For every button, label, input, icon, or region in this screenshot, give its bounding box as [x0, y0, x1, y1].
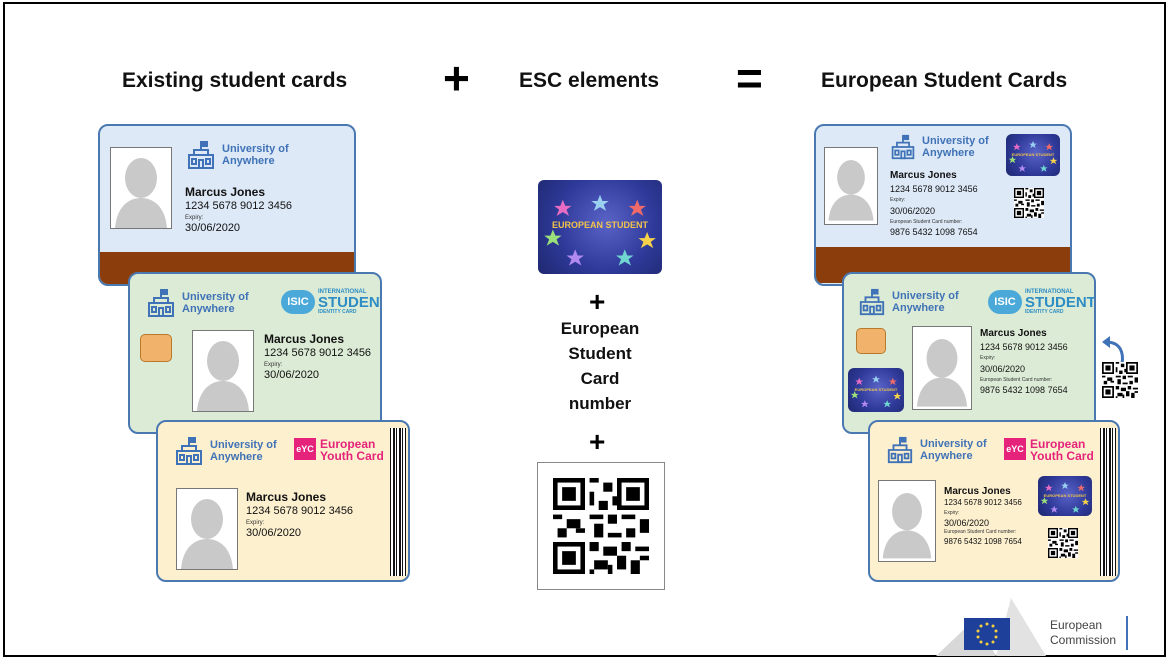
- card-number: 1234 5678 9012 3456: [944, 498, 1022, 507]
- chip-icon: [140, 334, 172, 362]
- expiry-label: Expiry:: [890, 197, 906, 203]
- holder-name: Marcus Jones: [980, 328, 1047, 339]
- esc-logo-text: EUROPEAN STUDENT: [551, 220, 648, 230]
- esc-logo: EUROPEAN STUDENT: [1038, 476, 1092, 516]
- esc-number-label: European Student Card number:: [944, 529, 1017, 535]
- chip-icon: [856, 328, 886, 354]
- university-building-icon: [146, 288, 176, 318]
- expiry-label: Expiry:: [980, 355, 996, 361]
- esc-number-label: European Student Card number:: [890, 219, 963, 225]
- ec-divider: [1126, 616, 1128, 650]
- esc-number-text: European Student Card number: [560, 319, 640, 413]
- person-silhouette-icon: [879, 481, 935, 561]
- isic-badge: ISIC: [281, 290, 315, 314]
- holder-name: Marcus Jones: [246, 490, 327, 504]
- eyc-label: European Youth Card: [1030, 437, 1094, 463]
- card-number: 1234 5678 9012 3456: [980, 342, 1068, 352]
- qr-code-icon: [1014, 188, 1044, 218]
- esc-number: 9876 5432 1098 7654: [890, 227, 978, 237]
- eyc-badge: eYC: [1004, 438, 1026, 460]
- qr-code-icon: [553, 478, 649, 574]
- card-number: 1234 5678 9012 3456: [890, 184, 978, 194]
- heading-european-student-cards: European Student Cards: [821, 69, 1068, 92]
- university-building-icon: [858, 288, 886, 316]
- card-number: 1234 5678 9012 3456: [264, 347, 372, 359]
- plus-sign: +: [589, 286, 606, 317]
- isic-label: INTERNATIONAL STUDENT IDENTITY CARD: [1025, 289, 1096, 315]
- plus-sign: +: [443, 52, 470, 104]
- european-commission-logo: European Commission: [936, 598, 1136, 656]
- person-silhouette-icon: [111, 148, 171, 228]
- university-building-icon: [890, 134, 916, 160]
- european-commission-label: European Commission: [1050, 618, 1117, 647]
- heading-esc-elements: ESC elements: [519, 69, 660, 92]
- curved-arrow-icon: [1102, 336, 1124, 365]
- esc-logo-text: EUROPEAN STUDENT: [1011, 152, 1055, 157]
- expiry-date: 30/06/2020: [264, 369, 320, 381]
- isic-label: INTERNATIONAL STUDENT IDENTITY CARD: [318, 289, 382, 315]
- photo-placeholder: [824, 147, 878, 225]
- holder-name: Marcus Jones: [890, 170, 957, 181]
- photo-placeholder: [110, 147, 172, 229]
- equals-sign: =: [736, 52, 763, 104]
- qr-code-box: [537, 462, 665, 590]
- barcode: [1100, 428, 1116, 576]
- photo-placeholder: [912, 326, 972, 410]
- expiry-date: 30/06/2020: [890, 206, 936, 216]
- card-number: 1234 5678 9012 3456: [185, 200, 293, 212]
- eyc-badge: eYC: [294, 438, 316, 460]
- holder-name: Marcus Jones: [264, 332, 345, 346]
- heading-existing-cards: Existing student cards: [122, 69, 348, 92]
- expiry-label: Expiry:: [944, 510, 960, 516]
- esc-logo-text: EUROPEAN STUDENT: [854, 387, 898, 392]
- expiry-label: Expiry:: [246, 520, 265, 526]
- qr-code-icon: [1102, 362, 1138, 398]
- eyc-label: European Youth Card: [320, 437, 384, 463]
- qr-code-icon: [1048, 528, 1078, 558]
- esc-logo: EUROPEAN STUDENT: [1006, 134, 1060, 176]
- card-number: 1234 5678 9012 3456: [246, 505, 354, 517]
- expiry-date: 30/06/2020: [246, 527, 302, 539]
- plus-sign: +: [589, 426, 606, 457]
- person-silhouette-icon: [825, 148, 877, 224]
- expiry-label: Expiry:: [264, 362, 283, 368]
- expiry-date: 30/06/2020: [944, 518, 990, 528]
- person-silhouette-icon: [913, 327, 971, 409]
- esc-logo: EUROPEAN STUDENT: [538, 180, 662, 274]
- expiry-date: 30/06/2020: [980, 364, 1026, 374]
- university-building-icon: [186, 140, 216, 170]
- isic-badge: ISIC: [988, 290, 1022, 314]
- university-building-icon: [886, 436, 914, 464]
- esc-number: 9876 5432 1098 7654: [980, 385, 1068, 395]
- esc-number-label: European Student Card number:: [980, 377, 1053, 383]
- photo-placeholder: [878, 480, 936, 562]
- photo-placeholder: [192, 330, 254, 412]
- esc-logo: EUROPEAN STUDENT: [848, 368, 904, 412]
- holder-name: Marcus Jones: [185, 185, 266, 199]
- expiry-date: 30/06/2020: [185, 222, 241, 234]
- esc-logo-text: EUROPEAN STUDENT: [1043, 493, 1087, 498]
- holder-name: Marcus Jones: [944, 486, 1011, 497]
- photo-placeholder: [176, 488, 238, 570]
- eu-flag-icon: [936, 598, 1046, 656]
- esc-number: 9876 5432 1098 7654: [944, 537, 1022, 546]
- expiry-label: Expiry:: [185, 215, 204, 221]
- person-silhouette-icon: [177, 489, 237, 569]
- person-silhouette-icon: [193, 331, 253, 411]
- barcode: [390, 428, 406, 576]
- university-building-icon: [174, 436, 204, 466]
